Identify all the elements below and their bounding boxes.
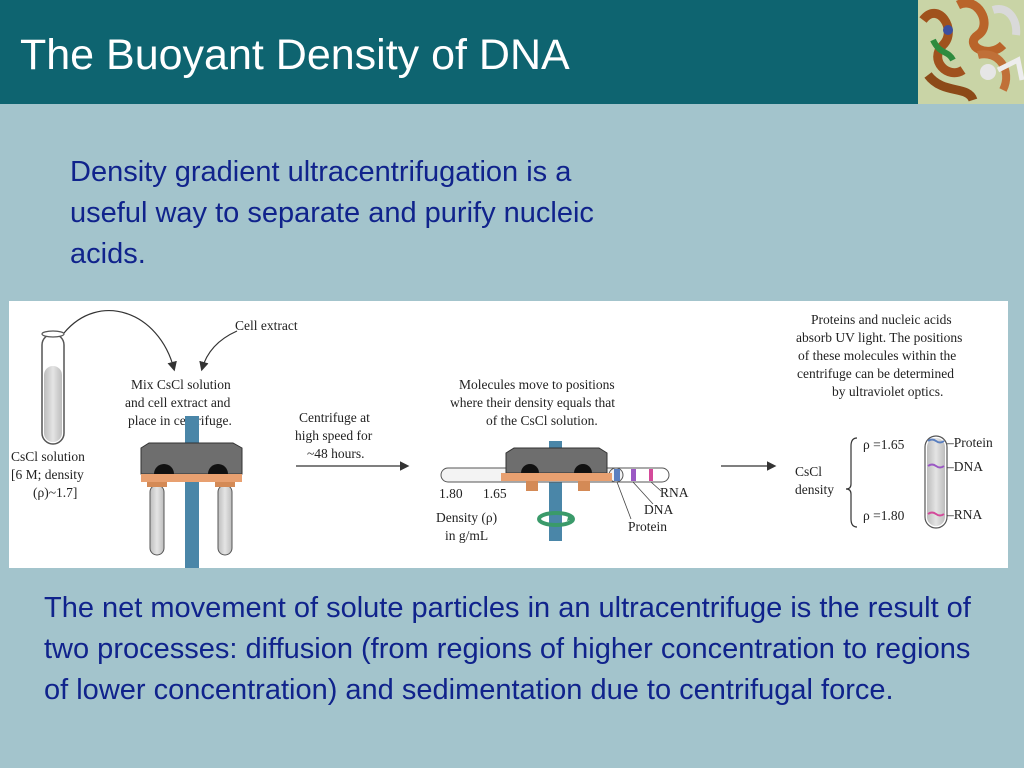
uv-label-line5: by ultraviolet optics. [832,384,943,399]
tube-protein-label: –Protein [946,435,993,450]
tube-dna-label: –DNA [946,459,983,474]
uv-label-line4: centrifuge can be determined [797,366,954,381]
slide-header: The Buoyant Density of DNA [0,0,1024,104]
density-label-line1: Density (ρ) [436,510,497,525]
centrifuge-rotor-icon [140,416,243,568]
ultracentrifugation-diagram: Cell extract Mix CsCl solution and cell … [11,310,993,568]
curved-arrow-icon [63,310,177,372]
cscl-label-line2: [6 M; density [11,467,84,482]
mix-label-line1: Mix CsCl solution [131,377,231,392]
uv-label-line3: of these molecules within the [798,348,956,363]
density-label-line2: in g/mL [445,528,488,543]
rho-top-label: ρ =1.65 [863,437,905,452]
cell-extract-label: Cell extract [235,318,298,333]
spinning-rotor-icon [440,441,670,541]
density-value-1-80: 1.80 [439,486,463,501]
protein-structure-image [918,0,1024,104]
dna-band-label: DNA [644,502,673,517]
separated-tube-icon [924,435,948,529]
molecules-label-line3: of the CsCl solution. [486,413,598,428]
molecules-label-line2: where their density equals that [450,395,615,410]
slide-title: The Buoyant Density of DNA [20,31,570,79]
tube-rna-label: –RNA [946,507,983,522]
rho-bottom-label: ρ =1.80 [863,508,905,523]
protein-ribbon-icon [918,0,1024,104]
cscl-tube [41,330,65,445]
cscl-label-line1: CsCl solution [11,449,85,464]
centrifuge-label-line1: Centrifuge at [299,410,370,425]
mix-label-line2: and cell extract and [125,395,231,410]
protein-band-label: Protein [628,519,667,534]
ultracentrifugation-figure: Cell extract Mix CsCl solution and cell … [9,301,1008,568]
uv-label-line2: absorb UV light. The positions [796,330,962,345]
curved-arrow-icon [199,330,238,372]
centrifuge-label-line2: high speed for [295,428,373,443]
cscl-label-line3: (ρ)~1.7] [33,485,77,500]
cscl-density-line2: density [795,482,834,497]
footer-paragraph: The net movement of solute particles in … [44,592,971,706]
mix-label-line3: place in centrifuge. [128,413,232,428]
cscl-density-line1: CsCl [795,464,822,479]
intro-paragraph: Density gradient ultracentrifugation is … [70,156,594,270]
density-value-1-65: 1.65 [483,486,507,501]
uv-label-line1: Proteins and nucleic acids [811,312,952,327]
molecules-label-line1: Molecules move to positions [459,377,615,392]
rna-band-label: RNA [660,485,689,500]
brace-icon [845,437,858,528]
centrifuge-label-line3: ~48 hours. [307,446,365,461]
